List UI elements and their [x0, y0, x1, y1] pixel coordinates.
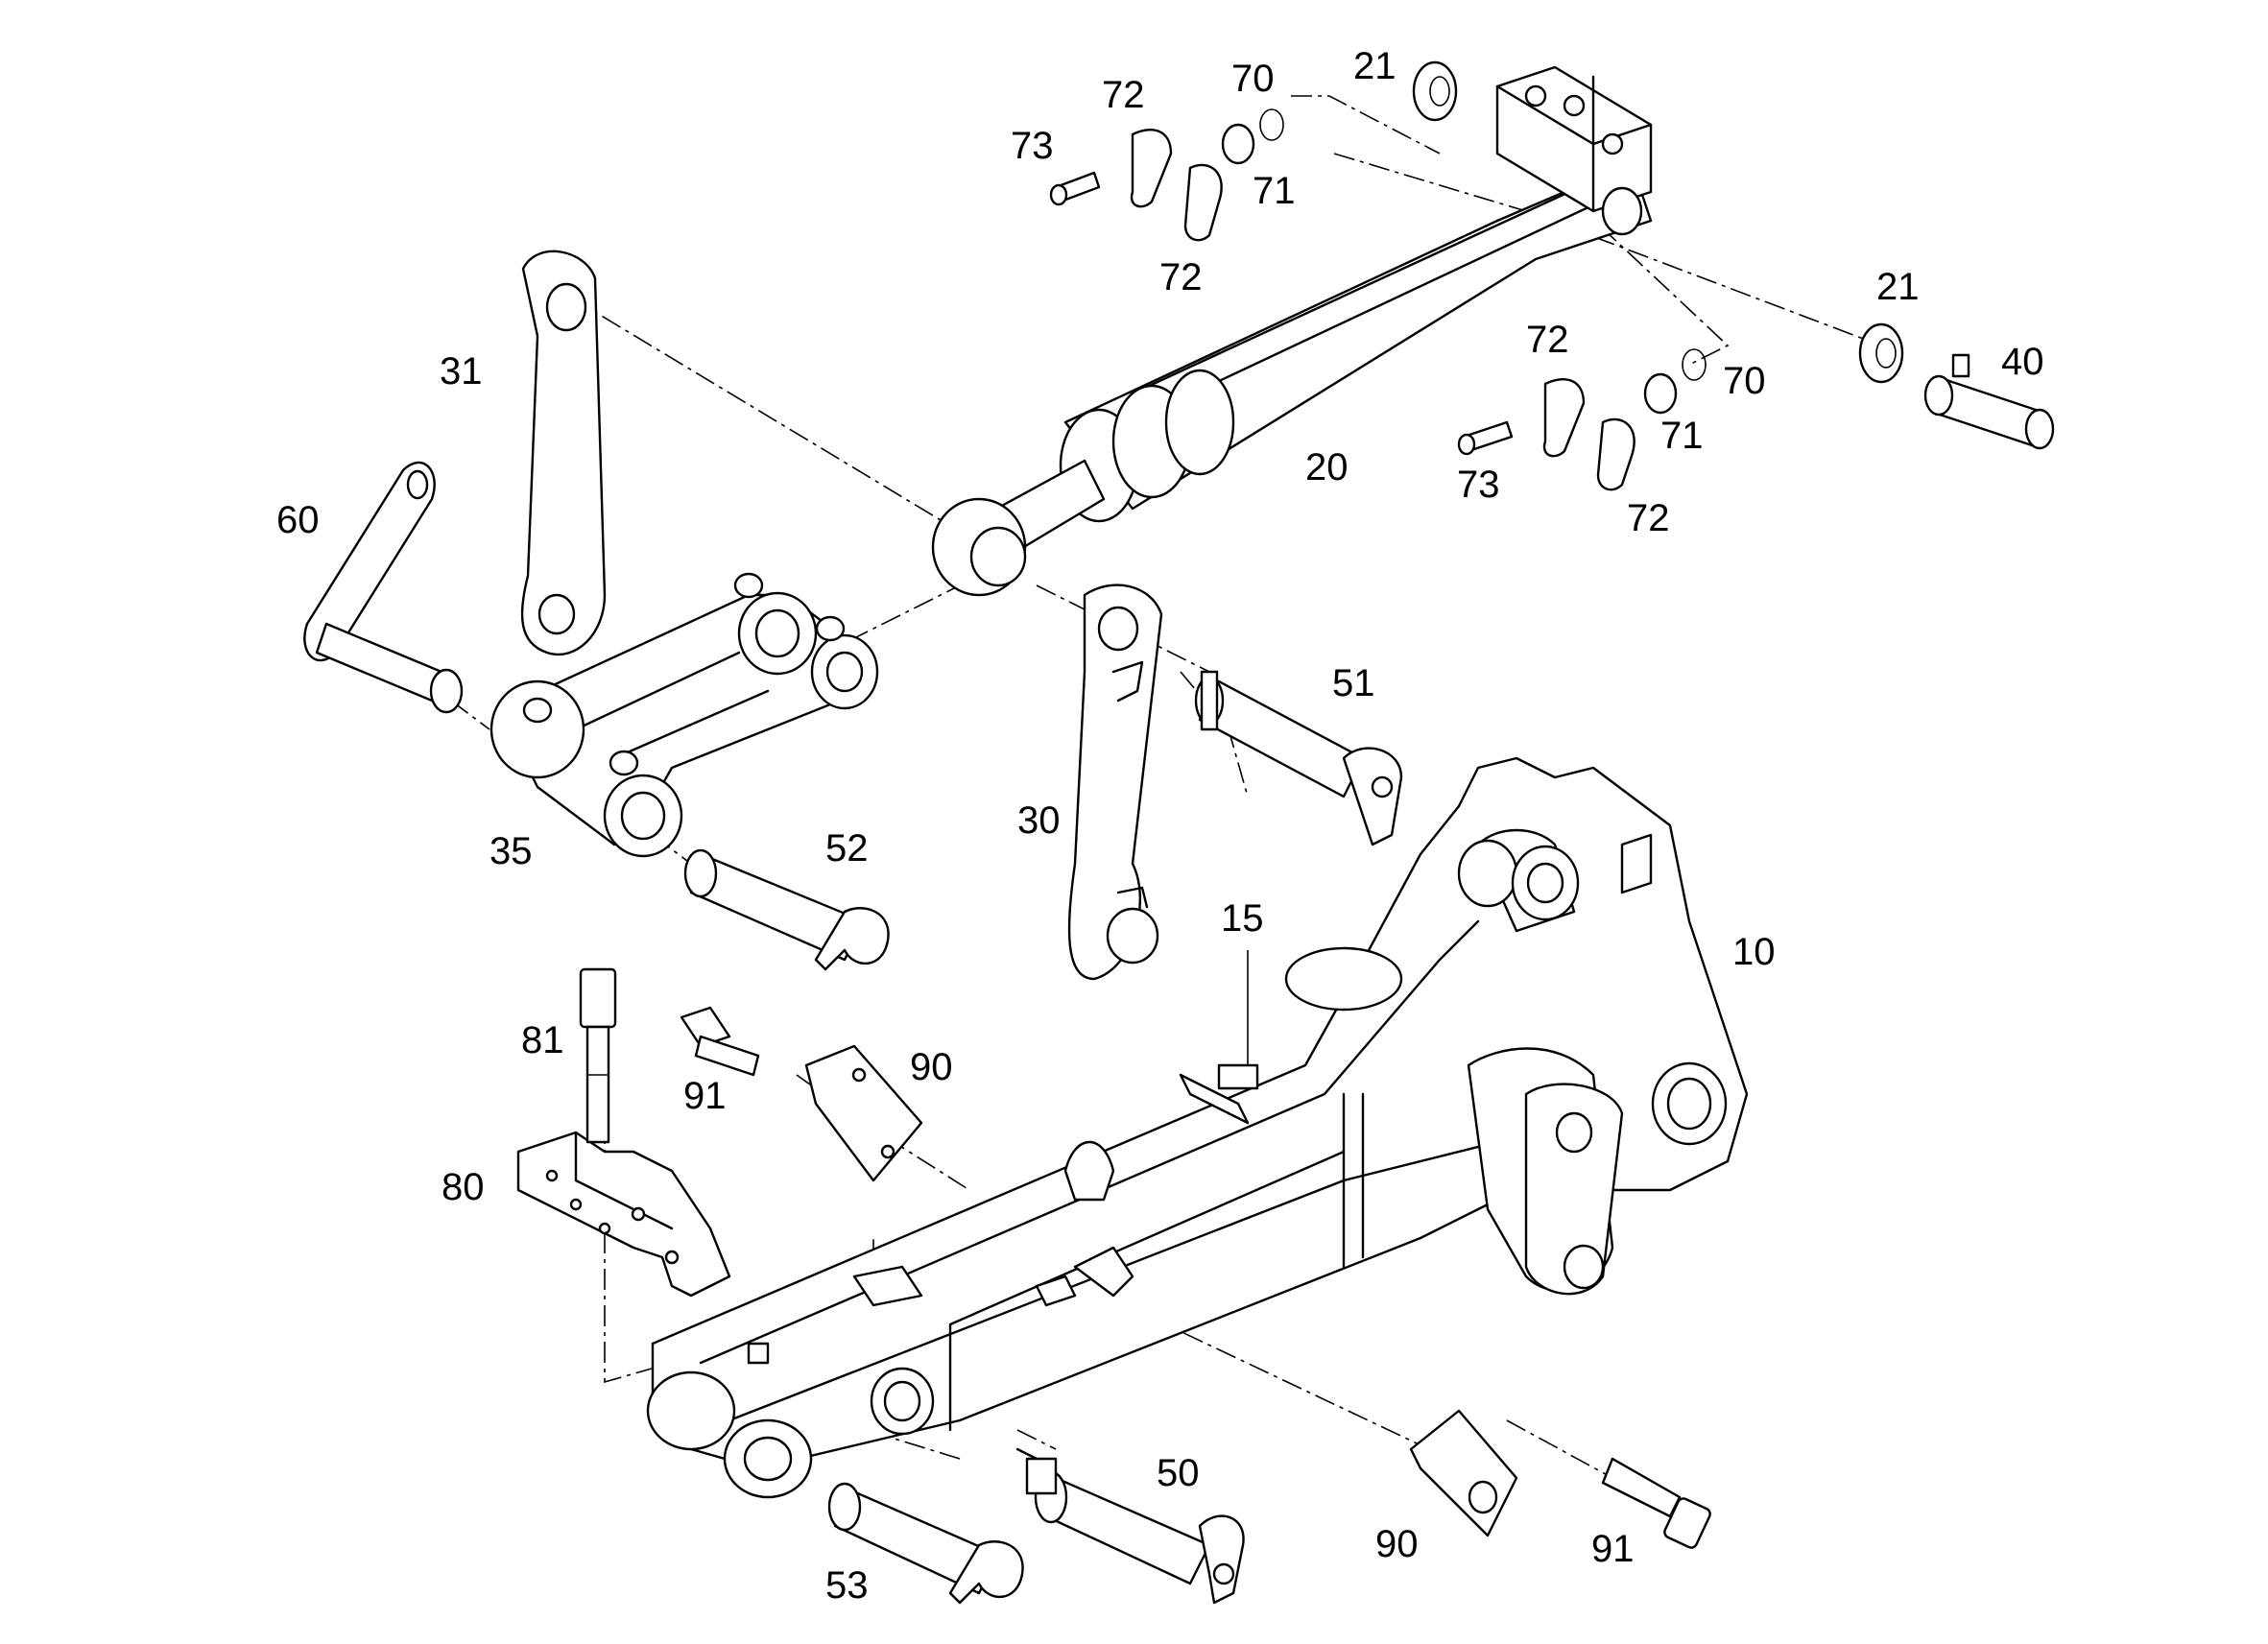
callout-72-upper-a: 72 [1102, 74, 1145, 116]
bolt-part-81 [579, 967, 617, 1144]
callout-50: 50 [1157, 1452, 1200, 1494]
pin-part-60 [303, 461, 464, 714]
clamp-plate-part-90-upper [804, 1044, 923, 1182]
callout-80: 80 [442, 1166, 485, 1208]
bolt-part-91-lower [1601, 1457, 1711, 1549]
clamp-plate-part-90-lower [1409, 1409, 1518, 1537]
callout-91-lower: 91 [1591, 1528, 1635, 1570]
callout-90-lower: 90 [1375, 1523, 1419, 1565]
pin-part-53 [827, 1482, 1024, 1605]
callout-21-upper: 21 [1353, 45, 1397, 87]
lever-link-part-31 [520, 250, 607, 655]
pin-part-51 [1194, 670, 1403, 846]
callout-21-lower: 21 [1876, 266, 1920, 308]
callout-52: 52 [825, 827, 869, 870]
callout-53: 53 [825, 1564, 869, 1607]
callout-72-lower-b: 72 [1627, 497, 1670, 539]
bracket-part-80 [516, 1131, 731, 1298]
callout-30: 30 [1017, 799, 1061, 842]
callout-81: 81 [521, 1019, 564, 1061]
hardware-lower [1457, 348, 1707, 491]
bolt-part-91-upper [680, 1006, 760, 1077]
hardware-upper [1049, 108, 1284, 242]
callout-15: 15 [1221, 897, 1264, 940]
pin-part-40 [1923, 353, 2055, 450]
callout-70-upper: 70 [1231, 58, 1275, 100]
callout-10: 10 [1732, 931, 1776, 973]
pin-part-50 [1015, 1447, 1245, 1605]
callout-72-upper-b: 72 [1159, 256, 1203, 298]
callout-72-lower-a: 72 [1526, 319, 1569, 361]
callout-73-lower: 73 [1457, 464, 1500, 506]
callout-31: 31 [440, 350, 483, 393]
callout-73-upper: 73 [1011, 125, 1054, 167]
hydraulic-cylinder-part-20 [931, 65, 1653, 597]
lever-link-part-30 [1067, 584, 1163, 981]
boom-arm-part-10 [646, 756, 1749, 1499]
callout-90-upper: 90 [910, 1046, 953, 1088]
callout-71-lower: 71 [1660, 415, 1704, 457]
plate-part-15 [1179, 950, 1259, 1125]
callout-91-upper: 91 [683, 1075, 727, 1117]
bearing-ring-part-21 [1412, 60, 1904, 384]
callout-70-lower: 70 [1723, 360, 1766, 402]
callout-35: 35 [489, 830, 533, 872]
callout-40: 40 [2001, 341, 2044, 383]
callout-71-upper: 71 [1253, 170, 1296, 212]
callout-labels: 10 15 20 21 21 30 31 35 40 50 51 52 53 6… [276, 45, 2044, 1607]
pin-part-52 [683, 848, 890, 971]
callout-20: 20 [1305, 446, 1349, 488]
rocker-linkage-part-35 [489, 572, 879, 858]
callout-60: 60 [276, 499, 320, 541]
callout-51: 51 [1332, 662, 1375, 704]
